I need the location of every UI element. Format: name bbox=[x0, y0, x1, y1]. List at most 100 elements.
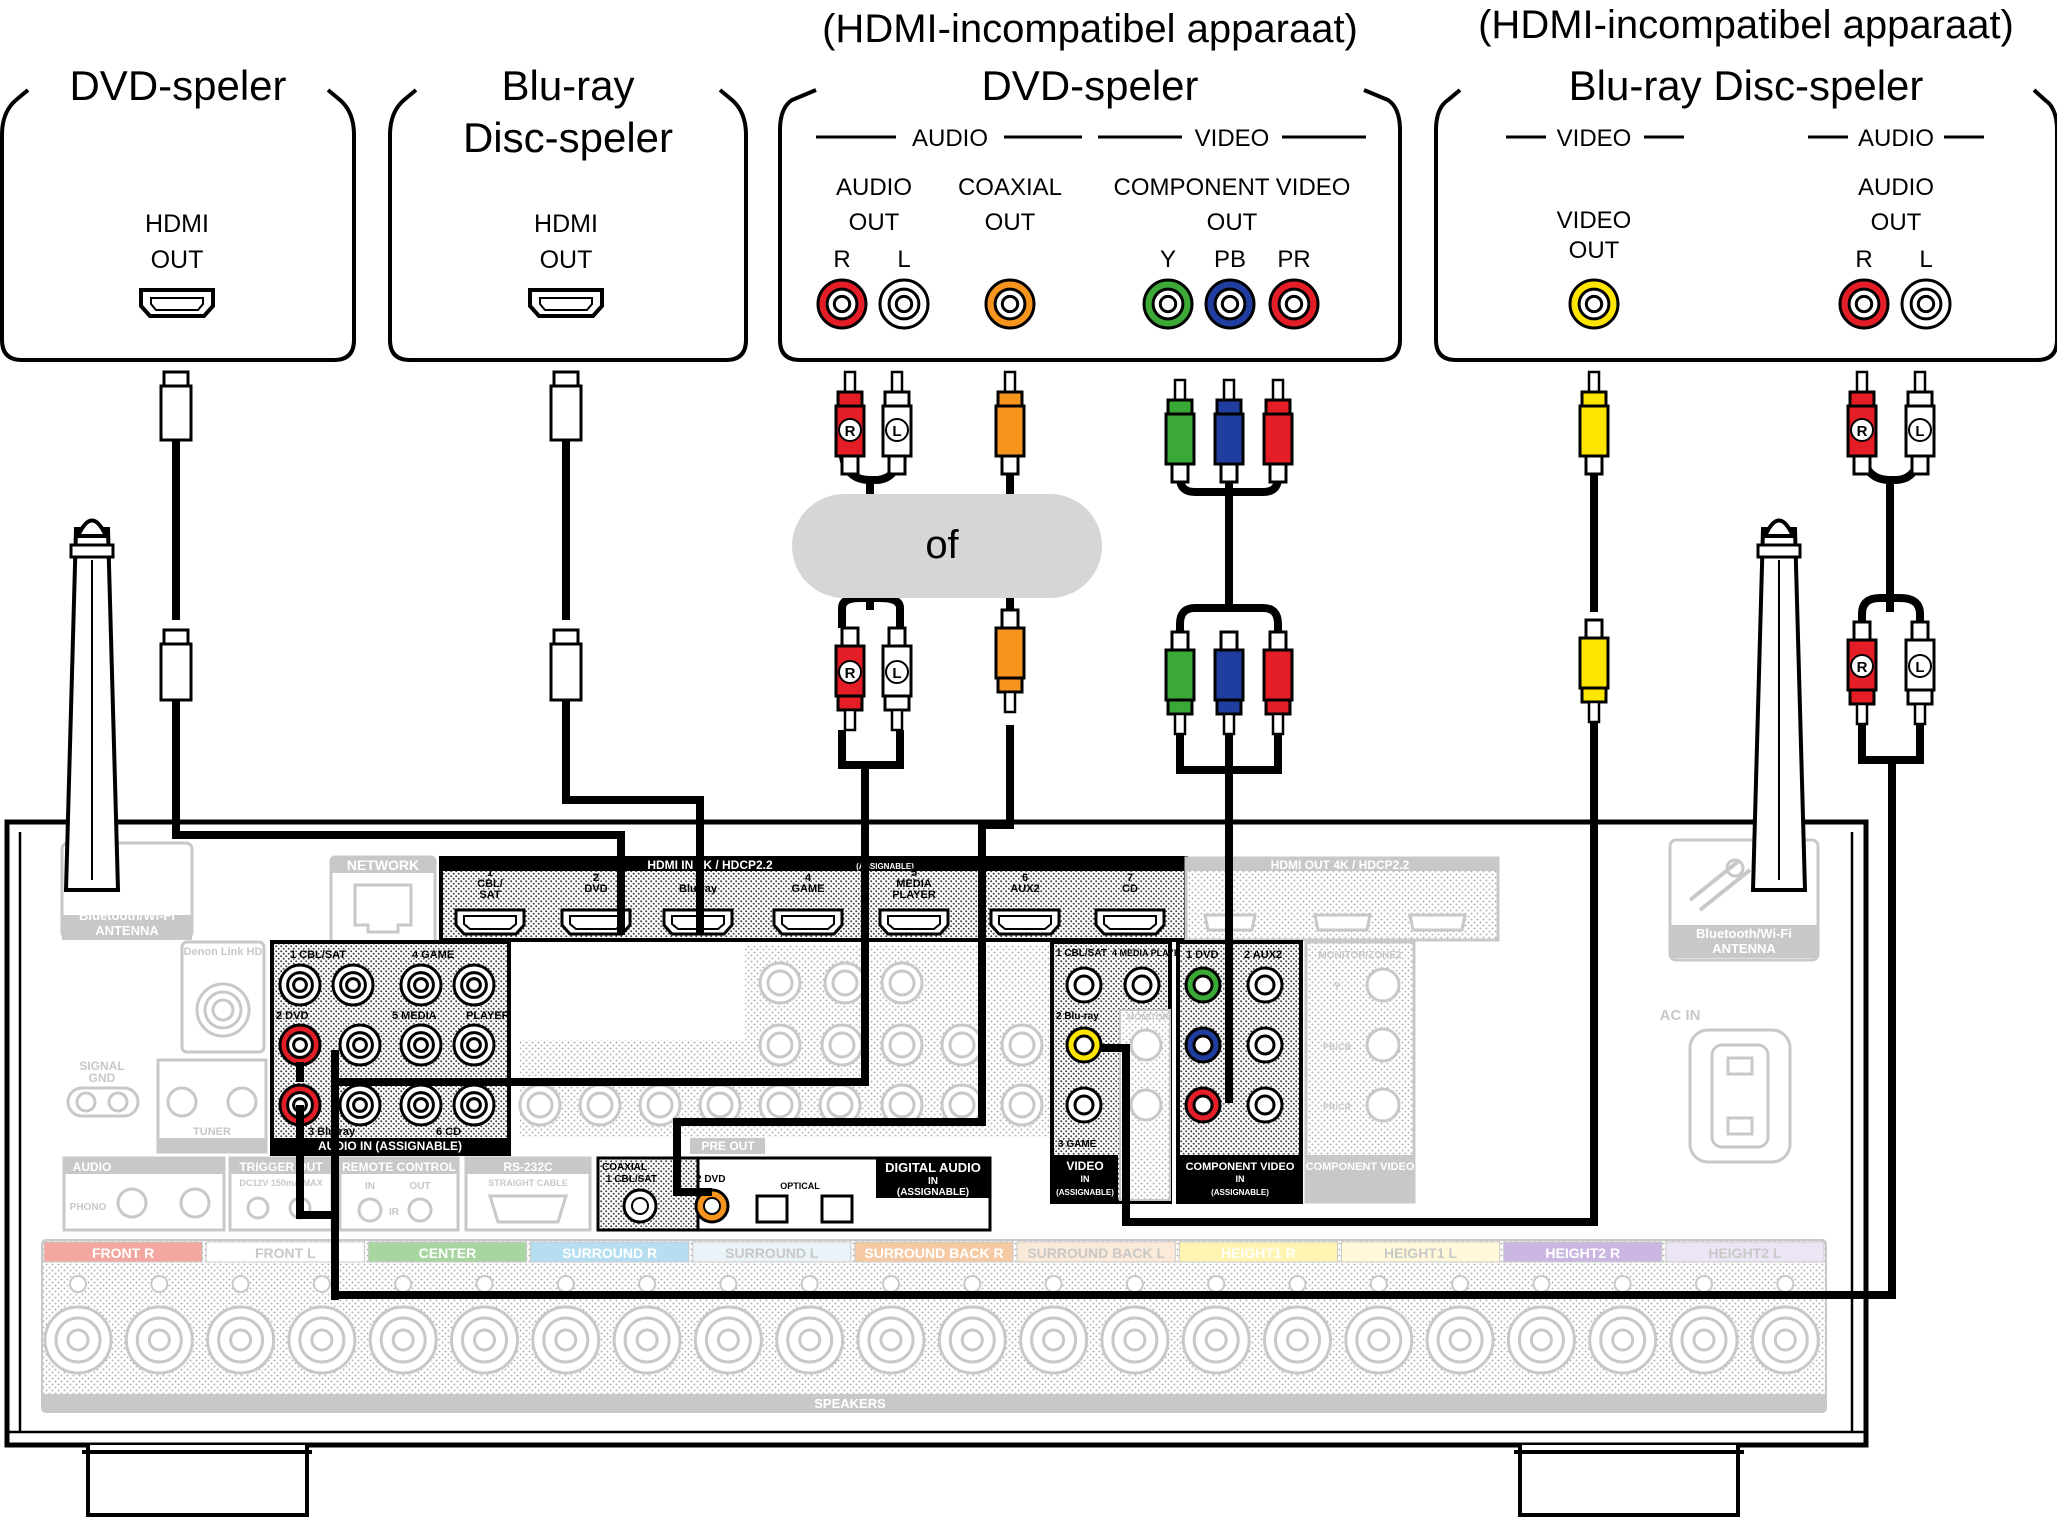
device-title: Blu-ray Disc-speler bbox=[1569, 62, 1924, 109]
svg-text:IN: IN bbox=[1236, 1174, 1245, 1184]
speaker-channel-label: SURROUND BACK L bbox=[1027, 1245, 1165, 1261]
group-audio-label: AUDIO bbox=[912, 125, 988, 152]
speaker-channel-label: SURROUND L bbox=[725, 1245, 819, 1261]
hdmi-in-port-label: DVD bbox=[584, 883, 607, 895]
component-in-2: 2 AUX2 bbox=[1244, 949, 1282, 961]
rca-plug-icon bbox=[1578, 370, 1610, 476]
pre-out-jack bbox=[880, 961, 924, 1005]
rca-plug-icon bbox=[1578, 618, 1610, 724]
speaker-channel-label-bg bbox=[530, 1241, 690, 1263]
y-label: Y bbox=[1160, 246, 1176, 273]
svg-text:R: R bbox=[1857, 659, 1868, 676]
rca-plug-icon: L bbox=[881, 370, 913, 476]
or-bubble bbox=[792, 494, 1102, 598]
cable-bluray-hdmi bbox=[562, 440, 704, 935]
speaker-channel-label-bg bbox=[1503, 1241, 1663, 1263]
audio-in-5: 5 MEDIA bbox=[392, 1010, 437, 1022]
bt-label-left-2: ANTENNA bbox=[95, 923, 159, 938]
svg-text:L: L bbox=[1915, 423, 1924, 440]
ethernet-port-icon bbox=[353, 883, 413, 934]
pre-out-jack bbox=[940, 1023, 984, 1067]
trigger-label: TRIGGER OUT bbox=[239, 1160, 323, 1174]
component-out-pb: PB/CB bbox=[1323, 1042, 1352, 1052]
bt-label-left-1: Bluetooth/Wi-Fi bbox=[79, 908, 175, 923]
trigger-spec: DC12V 150mA MAX bbox=[239, 1178, 322, 1188]
pb-label: PB bbox=[1214, 246, 1246, 273]
pre-out-jack bbox=[823, 961, 867, 1005]
remote-in-label: IN bbox=[365, 1181, 375, 1192]
speaker-channel-label: FRONT L bbox=[255, 1245, 316, 1261]
speaker-channel-label: HEIGHT1 L bbox=[1384, 1245, 1458, 1261]
rca-plug-icon bbox=[1213, 630, 1245, 736]
antenna-icon bbox=[63, 518, 121, 892]
rca-plug-icon: L bbox=[881, 626, 913, 732]
hdmi-in-port-label: 7 bbox=[1127, 872, 1133, 884]
video-monitor-label: MONITOR bbox=[1127, 1012, 1170, 1022]
remote-out-label: OUT bbox=[409, 1181, 430, 1192]
port-label-2: OUT bbox=[151, 246, 204, 274]
hdmi-in-port-label: GAME bbox=[792, 883, 825, 895]
bt-label-right-2: ANTENNA bbox=[1712, 941, 1776, 956]
group-video-label: VIDEO bbox=[1557, 125, 1632, 152]
hdmi-in-port-label: 4 bbox=[805, 872, 812, 884]
speaker-channel-label: HEIGHT1 R bbox=[1221, 1245, 1296, 1261]
video-out-label-1: VIDEO bbox=[1557, 207, 1632, 234]
speaker-channel-label-bg bbox=[1665, 1241, 1825, 1263]
cable-bluray-audio-to-receiver bbox=[296, 724, 1924, 1299]
l-label: L bbox=[897, 246, 910, 273]
speaker-channel-label-bg bbox=[43, 1241, 203, 1263]
antenna-icon bbox=[1750, 518, 1808, 892]
component-out-footer: COMPONENT VIDEO bbox=[1306, 1161, 1415, 1173]
port-label-2: OUT bbox=[540, 246, 593, 274]
cable-dvd-component-to-receiver bbox=[1176, 730, 1282, 1103]
optical-2-port-icon bbox=[820, 1194, 854, 1224]
device-title-2: Disc-speler bbox=[463, 114, 673, 161]
speaker-channel-label: HEIGHT2 L bbox=[1708, 1245, 1782, 1261]
optical-label: OPTICAL bbox=[780, 1181, 820, 1191]
av-receiver-rear-panel: Bluetooth/Wi-Fi ANTENNA Bluetooth/Wi-Fi … bbox=[4, 819, 1869, 1517]
cable-dvd-audio-to-receiver bbox=[331, 730, 904, 1300]
phono-label: AUDIO bbox=[73, 1160, 112, 1174]
digital-audio-assignable: (ASSIGNABLE) bbox=[897, 1187, 969, 1198]
audio-in-footer: AUDIO IN (ASSIGNABLE) bbox=[318, 1139, 462, 1153]
denon-link-label: Denon Link HD bbox=[184, 946, 263, 958]
tuner-label: TUNER bbox=[193, 1126, 231, 1138]
video-in-3: 3 GAME bbox=[1058, 1139, 1097, 1150]
hdmi-in-port-label: 6 bbox=[1022, 872, 1028, 884]
bt-logo-icon bbox=[1688, 858, 1752, 912]
rca-plug-icon bbox=[994, 370, 1026, 476]
hdmi-in-header: HDMI IN 4K / HDCP2.2 bbox=[647, 858, 773, 872]
group-audio-label: AUDIO bbox=[1858, 125, 1934, 152]
pre-out-jack bbox=[820, 1023, 864, 1067]
r-label: R bbox=[1855, 246, 1872, 273]
speakers-label: SPEAKERS bbox=[814, 1396, 886, 1411]
bt-label-right-1: Bluetooth/Wi-Fi bbox=[1696, 926, 1792, 941]
component-out-y: Y bbox=[1333, 981, 1341, 993]
device-bluray-hdmi: Blu-ray Disc-speler HDMI OUT bbox=[388, 62, 748, 362]
port-label-1: HDMI bbox=[145, 210, 209, 238]
signal-gnd-terminal-icon bbox=[66, 1086, 140, 1118]
speaker-channel-label-bg bbox=[1178, 1241, 1338, 1263]
speaker-channel-label-bg bbox=[1340, 1241, 1501, 1263]
hdmi-plug-icon bbox=[552, 628, 580, 646]
rs232-sub: STRAIGHT CABLE bbox=[488, 1178, 568, 1188]
audio-out-label-1: AUDIO bbox=[836, 174, 912, 201]
left-foot bbox=[82, 1445, 312, 1517]
hdmi-in-port-label: PLAYER bbox=[892, 889, 936, 901]
pre-out-jack bbox=[1000, 1083, 1044, 1127]
rca-plug-icon: L bbox=[1904, 370, 1936, 476]
remote-ir-label: IR bbox=[389, 1207, 400, 1218]
video-in-2: 2 Blu-ray bbox=[1056, 1011, 1099, 1022]
pre-out-jack bbox=[578, 1083, 622, 1127]
pre-out-label: PRE OUT bbox=[701, 1139, 755, 1153]
rca-plug-icon: R bbox=[1846, 620, 1878, 726]
rca-plug-icon: L bbox=[1904, 620, 1936, 726]
rca-plug-icon bbox=[1213, 378, 1245, 484]
hdmi-in-port-label: SAT bbox=[479, 889, 500, 901]
hdmi-in-port-label: CBL/ bbox=[477, 878, 503, 890]
component-out-pr: PR/CR bbox=[1323, 1102, 1352, 1112]
digital-audio-in: IN bbox=[928, 1176, 938, 1187]
coaxial-label: COAXIAL bbox=[602, 1162, 647, 1173]
rca-plug-icon bbox=[994, 608, 1026, 714]
